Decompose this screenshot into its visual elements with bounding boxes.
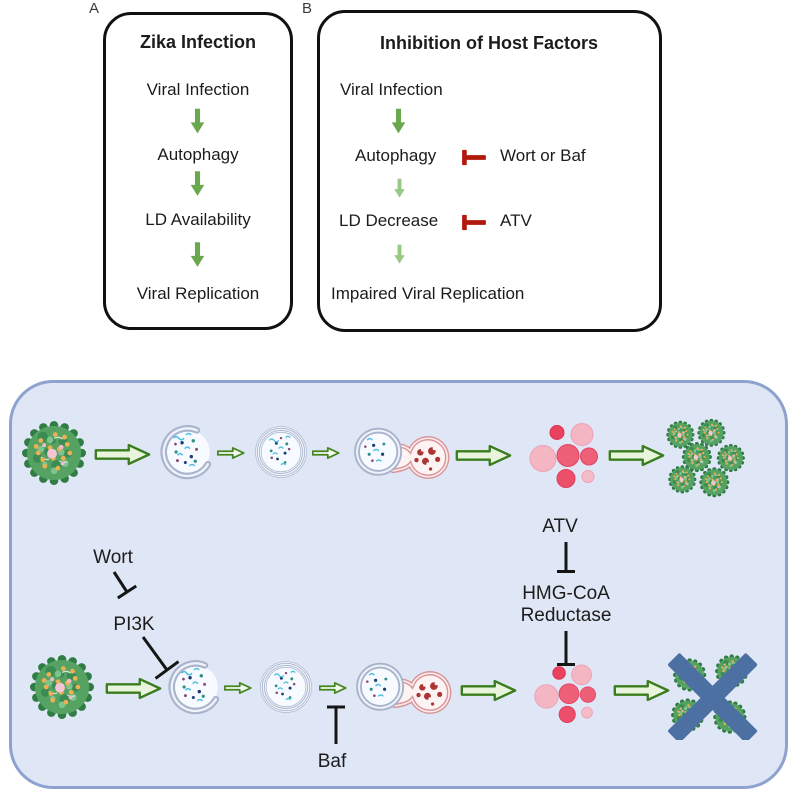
down-arrow-icon <box>390 107 407 136</box>
down-arrow-icon <box>189 107 206 136</box>
small-flow-arrow-icon <box>312 446 340 460</box>
wort-label: Wort <box>93 547 133 568</box>
panel-a-step-autophagy: Autophagy <box>157 145 239 164</box>
inhibition-tbar-icon <box>327 705 345 744</box>
small-flow-arrow-icon <box>224 681 252 695</box>
panel-a-tag: A <box>89 0 100 17</box>
small-flow-arrow-icon <box>319 681 347 695</box>
inhibition-bar-icon <box>461 214 487 231</box>
panel-a-title: Zika Infection <box>139 32 257 52</box>
panel-a-step-viral-replication: Viral Replication <box>136 284 260 303</box>
autophagosome-icon <box>257 658 315 716</box>
down-arrow-icon <box>189 240 206 270</box>
inhibition-tbar-icon <box>557 631 575 666</box>
panel-b-inhibitor-atv: ATV <box>500 211 532 230</box>
virion-cluster-icon <box>660 418 757 500</box>
zika-virion-icon <box>29 654 95 720</box>
inhibition-bar-icon <box>461 149 487 166</box>
pi3k-label: PI3K <box>113 614 155 635</box>
panel-a <box>103 12 293 330</box>
panel-b-title: Inhibition of Host Factors <box>380 33 598 53</box>
lipid-droplets-icon <box>528 419 608 496</box>
phagophore-icon <box>155 419 221 485</box>
baf-label: Baf <box>317 751 347 772</box>
down-arrow-icon <box>393 240 406 269</box>
flow-arrow-icon <box>612 679 672 702</box>
autophagosome-icon <box>252 423 310 481</box>
flow-arrow-icon <box>103 677 165 700</box>
panel-a-step-viral-infection: Viral Infection <box>146 80 250 99</box>
flow-arrow-icon <box>94 443 152 466</box>
flow-arrow-icon <box>453 444 515 467</box>
blocked-virion-cluster-icon <box>666 652 763 740</box>
zika-virion-icon <box>21 420 87 486</box>
panel-b-step-impaired-replication: Impaired Viral Replication <box>331 284 525 303</box>
inhibition-tbar-icon <box>112 571 138 600</box>
small-flow-arrow-icon <box>217 446 245 460</box>
down-arrow-icon <box>189 170 206 198</box>
panel-b-inhibitor-wort-baf: Wort or Baf <box>500 146 586 165</box>
atv-label: ATV <box>542 516 578 537</box>
hmg-coa-reductase-label: HMG-CoA Reductase <box>521 583 612 627</box>
flow-arrow-icon <box>607 444 667 467</box>
inhibition-tbar-icon <box>141 636 180 680</box>
panel-b-step-ld-decrease: LD Decrease <box>339 211 439 230</box>
panel-b-step-autophagy: Autophagy <box>355 146 437 165</box>
panel-a-step-ld-availability: LD Availability <box>145 210 251 229</box>
panel-b-tag: B <box>302 0 313 17</box>
lipid-droplets-icon <box>533 661 605 730</box>
hmg-line2: Reductase <box>520 605 612 626</box>
panel-b-step-viral-infection: Viral Infection <box>340 80 443 99</box>
autolysosome-fusion-icon <box>344 421 450 485</box>
down-arrow-icon <box>393 175 406 202</box>
hmg-line1: HMG-CoA <box>522 583 610 604</box>
autolysosome-fusion-icon <box>346 656 452 720</box>
panel-b <box>317 10 662 332</box>
inhibition-tbar-icon <box>557 542 575 573</box>
flow-arrow-icon <box>458 679 520 702</box>
phagophore-icon <box>163 654 229 720</box>
